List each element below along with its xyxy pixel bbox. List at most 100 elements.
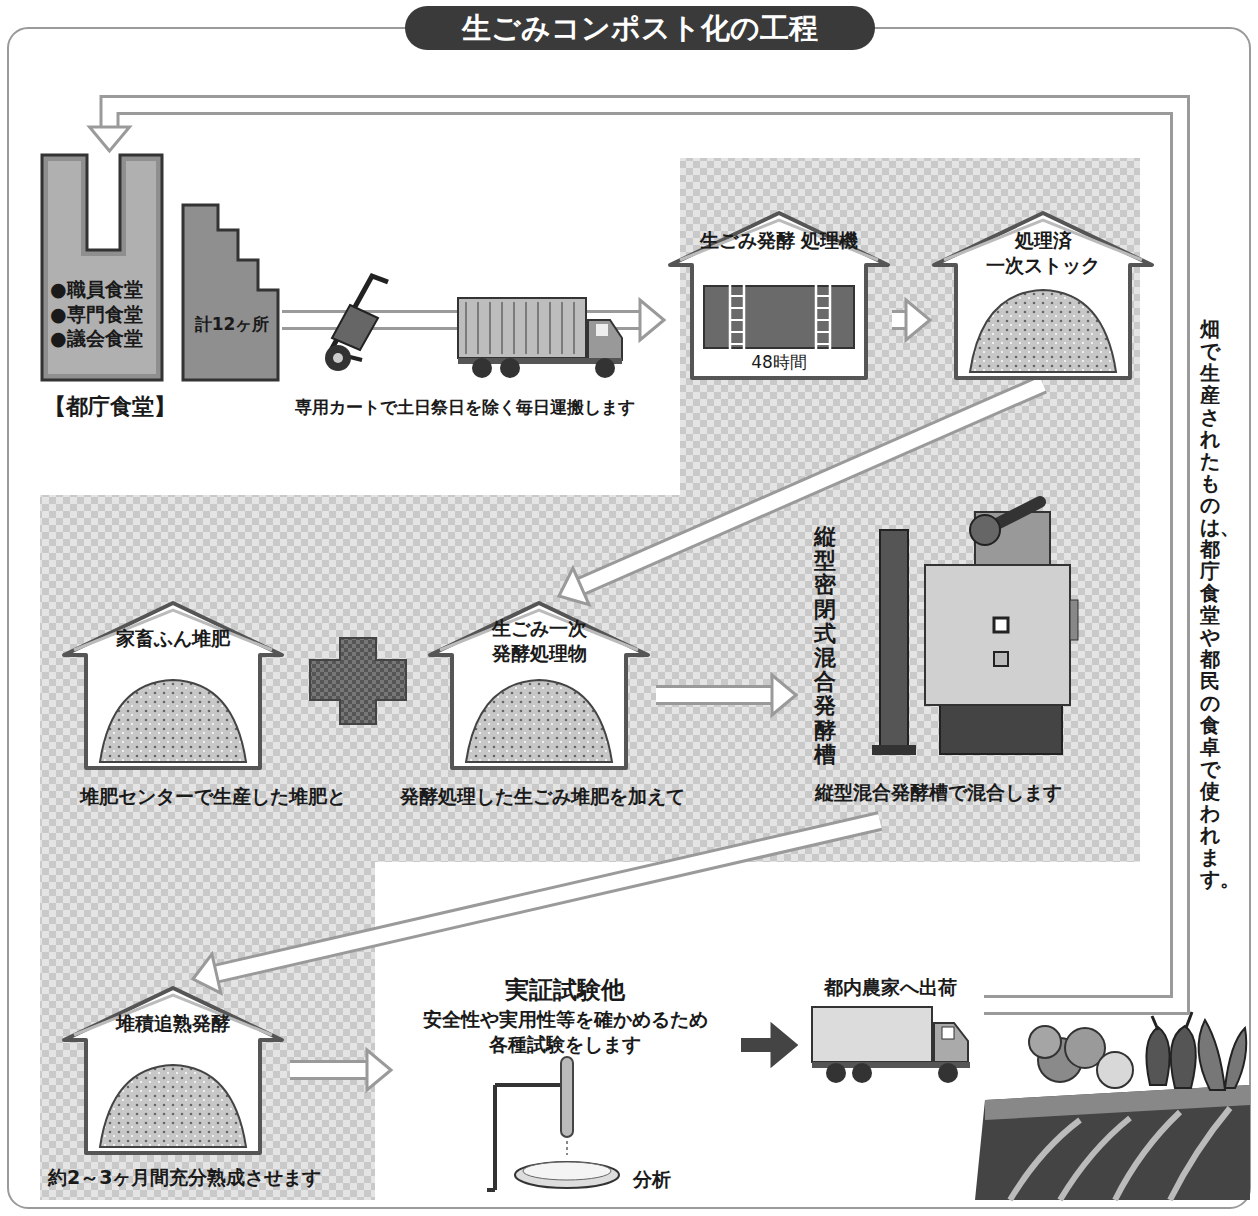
drawing-part [333,353,343,363]
node-label: 処理済 一次ストック [962,228,1124,277]
node-label: 家畜ふん堆肥 [92,626,254,651]
drawing-part [880,530,908,754]
drawing-part [816,283,830,285]
drawing-part [942,1027,954,1039]
drawing-part [970,290,1116,372]
drawing-part [100,1065,246,1147]
drawing-part [515,1162,619,1188]
drawing-part [458,298,586,358]
node-label: 堆積追熟発酵 [92,1011,254,1036]
connector-part [656,685,772,705]
hand-cart [325,276,388,371]
drawing-part [816,319,830,321]
drawing-part [325,345,351,371]
node-caption: 縦型混合発酵槽で混合します [815,780,1080,805]
storage-house: 処理済 一次ストック [932,210,1154,380]
node-caption: 発酵処理した生ごみ堆肥を加えて [400,784,710,809]
connector-part [581,384,1043,586]
maturing-house-outline [62,985,284,1155]
drawing-part [730,331,744,333]
connector-part [581,384,1043,586]
node-caption: 約2～3ヶ月間充分熟成させます [48,1165,348,1190]
flow-arrow [193,821,880,993]
drawing-part [1146,1027,1169,1085]
shipping-truck: 都内農家へ出荷 [800,975,980,1095]
drawing-part [472,358,492,378]
flow-arrow [290,1050,391,1090]
drawing-part [430,603,648,768]
connector-part [367,1050,391,1090]
node-caption: 分析 [633,1167,703,1192]
drawing-part [934,213,1152,378]
edge-label: 専用カートで土日祭日を除く毎日運搬します [295,396,695,418]
connector-part [892,313,906,327]
connector-part [216,821,880,974]
drawing-part [730,343,744,345]
drawing-part [826,1063,846,1083]
node-label: 縦型密閉式混合発酵槽 [814,525,836,767]
node-label: 都内農家へ出荷 [800,975,980,1000]
connector-part [656,688,772,702]
building: ●職員食堂 ●専門食堂 ●議会食堂【都庁食堂】 [42,155,177,420]
drawing-part [100,680,246,762]
edge-label: 畑で生産されたものは、都庁食堂や都民の食卓で使われます。 [1200,318,1220,890]
drawing-part [64,988,282,1153]
connector-part [216,821,880,974]
node-label: 生ごみ一次 発酵処理物 [458,616,620,665]
flow-arrow [656,675,796,715]
drawing-part [816,307,830,309]
building: 計12ヶ所 [183,205,278,380]
drawing-part [64,603,282,768]
drawing-part [330,276,388,352]
drawing-part [934,1023,968,1062]
node-label: 計12ヶ所 [189,313,275,335]
node-caption: 堆肥センターで生産した堆肥と [80,784,370,809]
truck [458,298,622,378]
drawing-part [925,565,1070,705]
diagram-title: 生ごみコンポスト化の工程 [405,6,875,50]
drawing-part [730,319,744,321]
drawing-part [1097,1052,1133,1088]
drawing-part [994,652,1008,666]
drawing-part [816,331,830,333]
drawing-part [1171,1026,1196,1088]
drawing-part [74,610,272,650]
drawing-part [730,276,744,356]
drawing-part [500,358,520,378]
flow-arrow [90,105,1181,1005]
node-label: 生ごみ発酵 処理機 [698,228,860,253]
drawing-part [1199,1020,1247,1090]
drawing-part [595,358,615,378]
fermenter-machine-outline [800,490,1080,815]
connector-part [772,675,796,715]
connector-part [741,1038,772,1052]
drawing-part [730,307,744,309]
drawing-part [730,283,744,285]
drawing-part [816,295,830,297]
test-station: 実証試験他安全性や実用性等を確かめるため 各種試験をします分析 [395,975,735,1200]
drawing-part [812,1007,932,1062]
connector-part [90,127,130,151]
drawing-part [332,305,378,350]
field-illustration [975,1012,1250,1200]
connector-part [906,300,930,340]
drawing-part [852,1063,872,1083]
connector-part [193,954,221,993]
connector-part [892,310,906,330]
drawing-part [970,515,1000,545]
process-house: 生ごみ発酵 処理機48時間 [668,210,890,380]
node-label: ●職員食堂 ●専門食堂 ●議会食堂 [50,277,160,351]
drawing-part [940,704,1062,754]
drawing-part [994,618,1008,632]
drawing-part [670,213,888,378]
compost-house: 家畜ふん堆肥堆肥センターで生産した堆肥と [62,600,284,770]
drawing-part [74,995,272,1035]
outer-frame [8,28,1250,1208]
drawing-part [680,220,878,260]
drawing-part [1029,1026,1061,1058]
connector-part [640,300,664,340]
connector-part [772,1025,796,1065]
connector-part [559,568,589,605]
plus-sign [310,638,406,724]
